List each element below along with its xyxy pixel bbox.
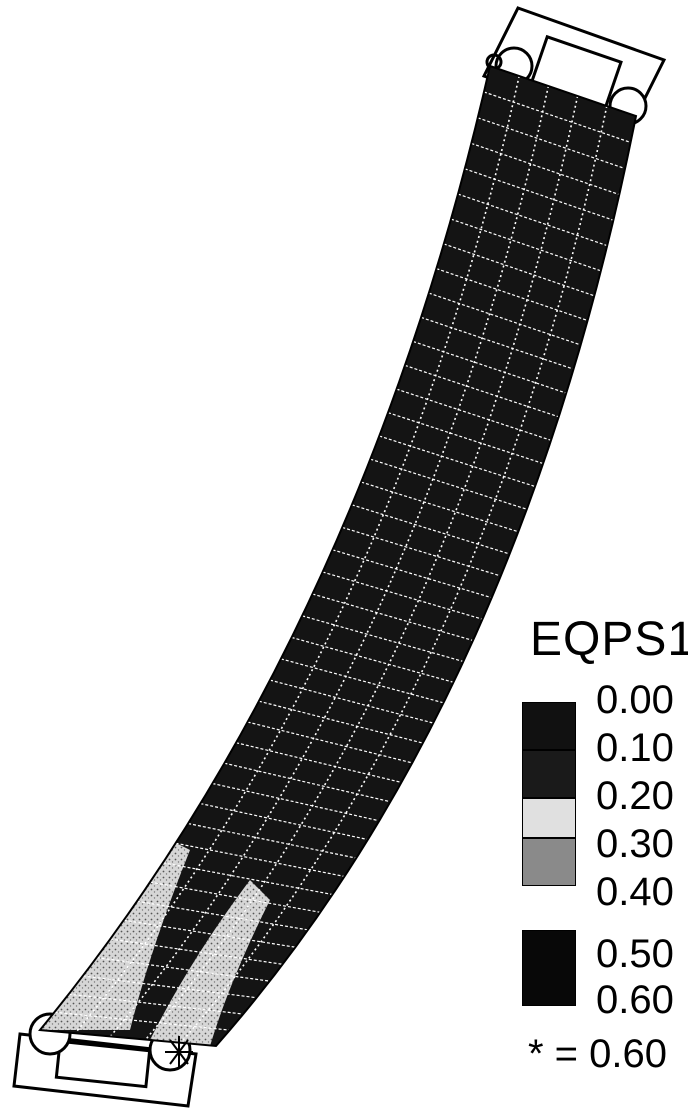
mesh-trans-line [443,243,595,297]
legend-title: EQPS1 [530,613,688,666]
mesh-trans-line [247,721,413,764]
mesh-trans-line [110,938,283,965]
mesh-trans-line [54,1011,230,1031]
legend-level-5: 0.50 [596,932,674,976]
mesh-trans-line [200,803,368,841]
legend-swatch-1 [522,750,576,798]
mesh-trans-line [404,364,559,418]
mesh-trans-line [450,218,602,272]
mesh-trans-line [291,636,454,683]
mesh-trans-line [212,782,380,822]
mesh-trans-line [412,340,567,394]
mesh-trans-line [379,435,536,488]
mesh-trans-line [162,862,333,896]
mesh-trans-line [258,700,423,744]
legend-level-1: 0.10 [596,726,674,770]
mesh-trans-line [420,316,574,370]
legend-level-3: 0.30 [596,822,674,866]
mesh-trans-line [82,975,257,999]
mesh-trans-line [322,571,483,620]
mesh-long-line [180,105,608,1044]
legend-max-note: * = 0.60 [528,1032,668,1076]
mesh-long-line [74,75,520,1034]
mesh-trans-line [342,526,501,577]
legend-swatch-3 [522,838,576,886]
legend-level-6: 0.60 [596,978,674,1022]
deformed-plate [38,64,638,1048]
mesh-trans-line [68,993,244,1015]
mesh-trans-line [428,292,581,346]
mesh-trans-line [235,742,402,784]
mesh-trans-line [280,658,444,704]
mesh-trans-line [351,504,510,555]
mesh-trans-line [224,762,391,803]
mesh-trans-line [436,268,588,322]
mesh-trans-line [96,956,270,982]
mesh-trans-line [457,193,608,247]
mesh-trans-line [312,593,474,642]
mesh-trans-line [483,91,631,143]
mesh-trans-line [269,679,434,724]
mesh-trans-line [471,142,620,196]
mesh-trans-line [477,117,626,170]
legend-swatch-4 [522,930,576,1006]
mesh-trans-line [332,549,492,599]
mesh-trans-line [361,481,519,533]
legend-swatch-0 [522,702,576,750]
mesh-trans-line [123,919,296,948]
legend-level-2: 0.20 [596,774,674,818]
mesh-trans-line [188,822,357,859]
legend-level-0: 0.00 [596,678,674,722]
mesh-trans-line [302,615,464,663]
legend-swatch-2 [522,798,576,838]
mesh-trans-line [370,458,527,510]
max-value-marker [165,1036,193,1068]
mesh-trans-line [175,842,345,878]
high-strain-zone [150,880,270,1046]
mesh-trans-line [136,900,309,931]
mesh-trans-line [464,168,614,221]
mesh-trans-line [396,388,552,441]
legend-level-4: 0.40 [596,870,674,914]
mesh-trans-line [149,881,321,913]
mesh-trans-line [387,412,544,465]
